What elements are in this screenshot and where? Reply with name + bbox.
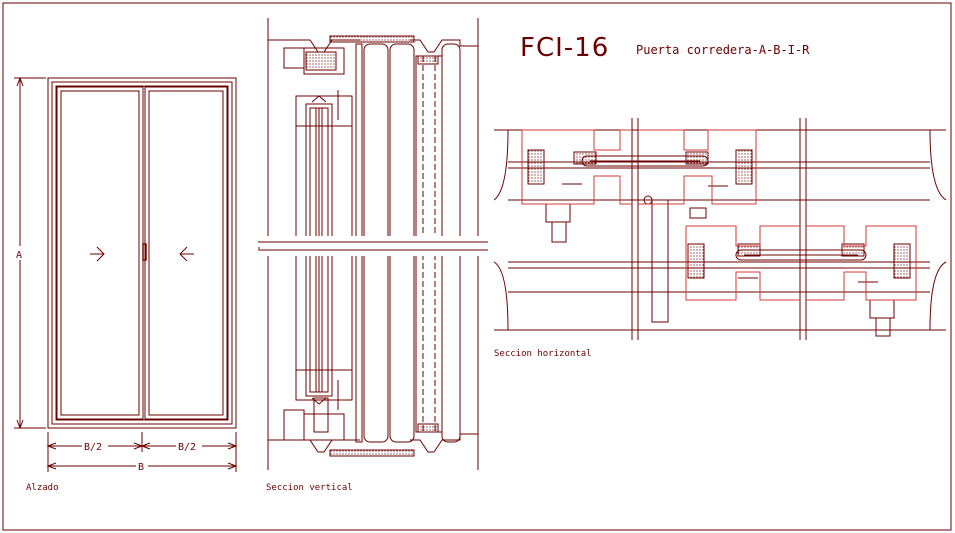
elevation-caption: Alzado xyxy=(26,483,59,493)
dimension-a-label: A xyxy=(16,250,22,261)
slide-arrow-left-icon xyxy=(179,246,194,262)
dimension-b-half-right-label: B/2 xyxy=(178,442,196,453)
vertical-section-view xyxy=(258,18,488,470)
elevation-view xyxy=(14,76,238,472)
slide-arrow-right-icon xyxy=(90,246,105,262)
dimension-b-half-left-label: B/2 xyxy=(84,442,102,453)
drawing-code-title: FCI-16 xyxy=(520,33,609,63)
dimension-b-label: B xyxy=(138,462,144,473)
horizontal-section-caption: Seccion horizontal xyxy=(494,349,592,359)
horizontal-section-view xyxy=(493,118,947,340)
handle-icon xyxy=(142,243,147,261)
sash-profile-outlines xyxy=(521,129,917,301)
drawing-description: Puerta corredera-A-B-I-R xyxy=(636,43,810,57)
vertical-section-caption: Seccion vertical xyxy=(266,483,353,493)
